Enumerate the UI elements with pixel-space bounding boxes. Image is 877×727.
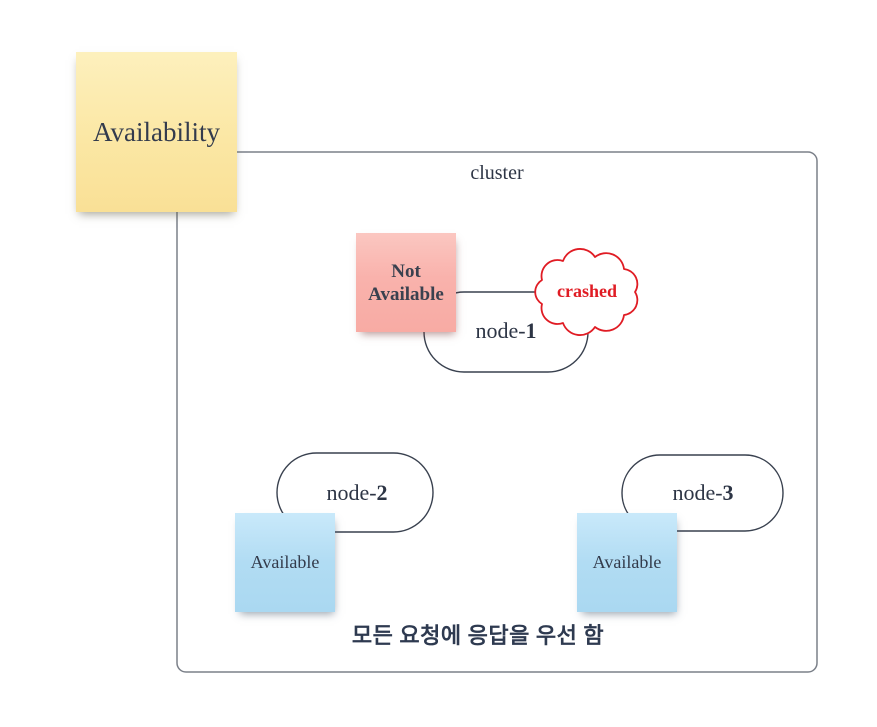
node-3-status-note: Available bbox=[577, 513, 677, 612]
node-2-label-prefix: node- bbox=[326, 480, 377, 505]
availability-sticky-note: Availability bbox=[76, 52, 237, 212]
node-2-label: node-2 bbox=[297, 480, 417, 506]
node-1-label-number: 1 bbox=[525, 318, 537, 343]
cluster-title: cluster bbox=[470, 161, 524, 184]
node-3-label-prefix: node- bbox=[672, 480, 723, 505]
node-3-label: node-3 bbox=[643, 480, 763, 506]
node-1-label-prefix: node- bbox=[475, 318, 526, 343]
cluster-caption: 모든 요청에 응답을 우선 함 bbox=[351, 623, 605, 648]
crashed-cloud-shape bbox=[534, 248, 639, 336]
node-1-status-note: Not Available bbox=[356, 233, 456, 332]
node-2-status-note: Available bbox=[235, 513, 335, 612]
node-3-shape bbox=[621, 454, 784, 532]
node-2-shape bbox=[276, 452, 434, 533]
crashed-cloud-label: crashed bbox=[557, 280, 617, 301]
node-3-label-number: 3 bbox=[722, 480, 734, 505]
node-1-label: node-1 bbox=[446, 318, 566, 344]
node-2-label-number: 2 bbox=[376, 480, 388, 505]
